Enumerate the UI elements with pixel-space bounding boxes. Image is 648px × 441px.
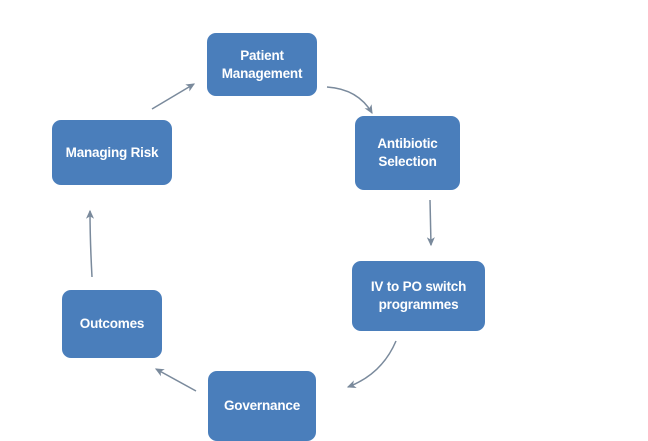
edge-risk-to-patient bbox=[151, 83, 196, 110]
node-antibiotic-selection[interactable]: Antibiotic Selection bbox=[355, 116, 460, 190]
node-outcomes[interactable]: Outcomes bbox=[62, 290, 162, 358]
node-iv-to-po-switch[interactable]: IV to PO switch programmes bbox=[352, 261, 485, 331]
node-patient-management[interactable]: Patient Management bbox=[207, 33, 317, 96]
edge-governance-to-outcomes bbox=[154, 368, 197, 392]
node-label: Governance bbox=[223, 398, 301, 414]
node-label: Outcomes bbox=[79, 316, 145, 332]
diagram-canvas: Patient Management Antibiotic Selection … bbox=[52, 33, 485, 441]
arrow-layer bbox=[85, 83, 435, 392]
edge-outcomes-to-risk bbox=[85, 209, 95, 278]
node-label: Managing Risk bbox=[65, 144, 159, 160]
edge-ivpo-to-governance bbox=[346, 340, 397, 388]
edge-antibiotic-to-ivpo bbox=[426, 199, 435, 247]
node-label: IV to PO switch programmes bbox=[370, 279, 467, 312]
node-governance[interactable]: Governance bbox=[208, 371, 316, 441]
edge-patient-to-antibiotic bbox=[326, 86, 373, 115]
node-managing-risk[interactable]: Managing Risk bbox=[52, 120, 172, 185]
node-label: Antibiotic Selection bbox=[377, 136, 438, 169]
node-label: Patient Management bbox=[221, 47, 303, 81]
